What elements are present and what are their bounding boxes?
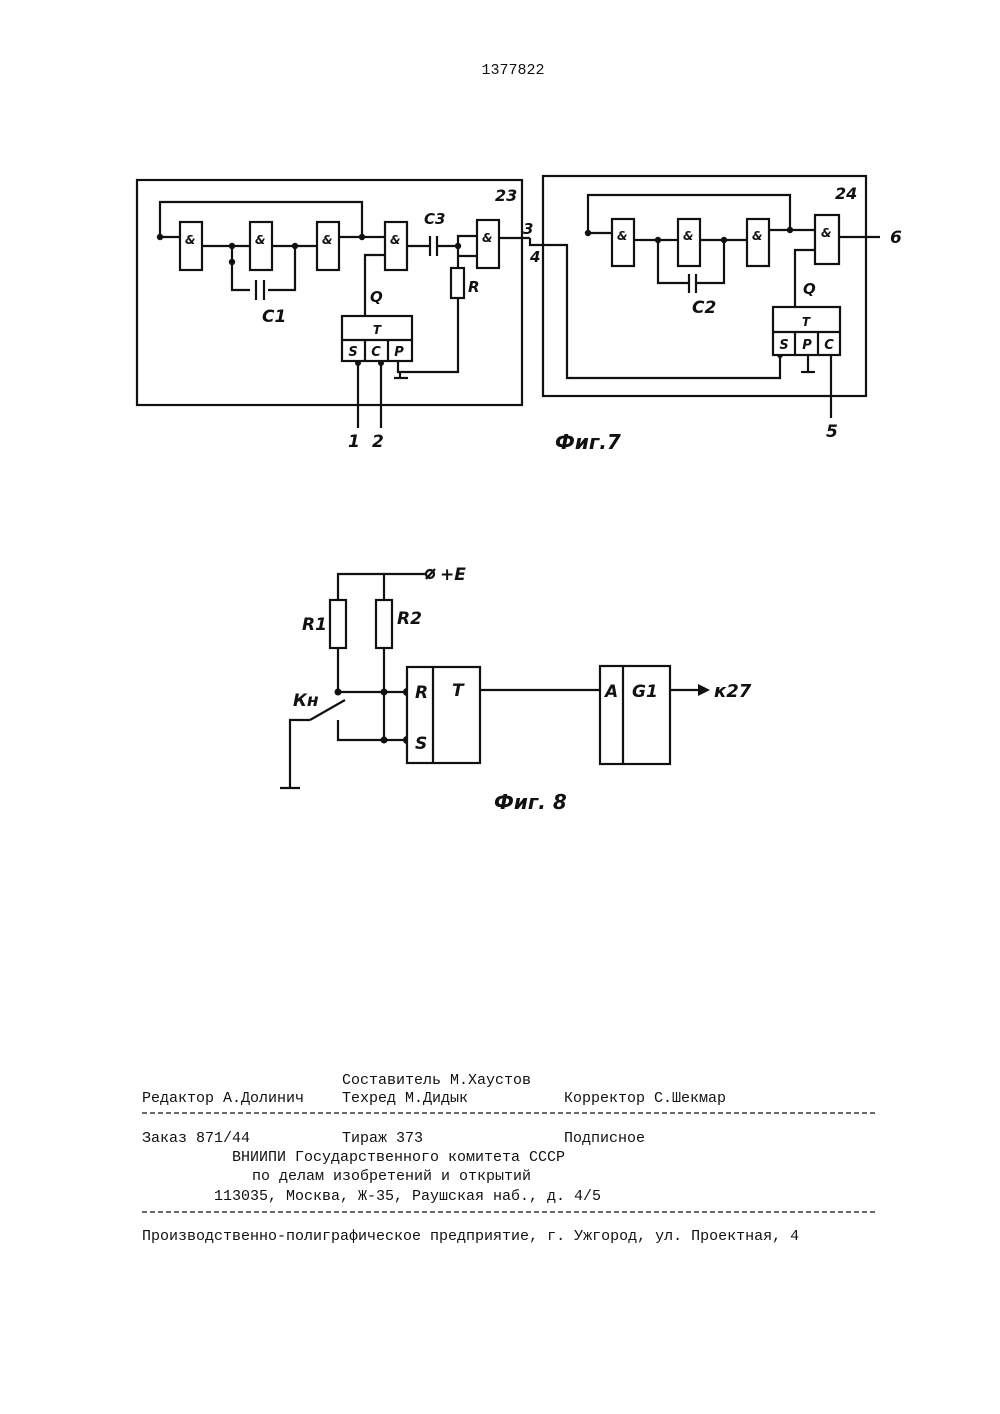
inter-block-wire [530, 238, 780, 378]
gate-7-symbol: & [683, 229, 693, 243]
trigger-a-s: S [348, 345, 357, 360]
block-23-number: 23 [495, 186, 517, 205]
gate-4: & [385, 222, 407, 270]
figure-7: 23 & & & & & [137, 176, 902, 454]
capacitor-c2-label: C2 [692, 298, 716, 318]
imprint-org-line-2: по делам изобретений и открытий [252, 1168, 531, 1185]
block-24-number: 24 [835, 184, 857, 203]
gate-2-symbol: & [255, 233, 265, 247]
resistor-r2 [376, 600, 392, 648]
imprint-corrector: Корректор С.Шекмар [564, 1090, 726, 1107]
imprint-address: 113035, Москва, Ж-35, Раушская наб., д. … [214, 1188, 601, 1205]
gate-3-symbol: & [322, 233, 332, 247]
page-number: 1377822 [481, 62, 544, 79]
generator-title: G1 [632, 682, 658, 702]
trigger-a-p: P [394, 345, 404, 360]
output-arrow-head [698, 684, 710, 696]
rs-trigger-s: S [415, 734, 427, 754]
trigger-a-c: C [371, 345, 381, 360]
trigger-b-c: C [824, 338, 834, 353]
terminal-6-label: 6 [890, 228, 902, 248]
output-label: к27 [714, 681, 752, 702]
gate-6: & [612, 219, 634, 266]
generator-g1: A G1 [600, 666, 670, 764]
imprint-order: Заказ 871/44 [142, 1130, 250, 1147]
trigger-b-q-label: Q [803, 280, 816, 298]
rs-trigger: R S T [407, 667, 480, 763]
resistor-r1-label: R1 [302, 615, 327, 635]
terminal-1-label: 1 [348, 432, 360, 452]
trigger-b: T S P C [773, 307, 840, 355]
supply-rail [338, 574, 426, 600]
trigger-a: T S C P [342, 316, 412, 361]
r1-to-r-wire [338, 648, 407, 692]
figure-8: +E R1 R2 Кн R S T A [280, 565, 752, 814]
switch-label: Кн [293, 691, 319, 711]
gate-8-symbol: & [752, 229, 762, 243]
gate-7: & [678, 219, 700, 266]
block-24-frame [543, 176, 866, 396]
trigger-b-p: P [802, 338, 812, 353]
imprint-compiler: Составитель М.Хаустов [342, 1072, 531, 1089]
gate-3: & [317, 222, 339, 270]
trigger-a-q-label: Q [370, 288, 383, 306]
resistor-r1 [330, 600, 346, 648]
imprint-techred: Техред М.Дидык [342, 1090, 468, 1107]
imprint-org-line-1: ВНИИПИ Государственного комитета СССР [232, 1149, 565, 1166]
gate-6-symbol: & [617, 229, 627, 243]
trigger-a-title: T [373, 323, 382, 337]
figure-8-caption: Фиг. 8 [494, 790, 567, 814]
gate-4-symbol: & [390, 233, 400, 247]
generator-input-a: A [603, 682, 618, 702]
figure-7-caption: Фиг.7 [555, 430, 621, 454]
rs-trigger-r: R [415, 683, 428, 703]
gate-9: & [815, 215, 839, 264]
terminal-3-label: 3 [523, 220, 533, 238]
imprint-circulation: Тираж 373 [342, 1130, 423, 1147]
supply-label: +E [440, 565, 466, 585]
imprint-printer: Производственно-полиграфическое предприя… [142, 1228, 799, 1245]
gate-8: & [747, 219, 769, 266]
resistor-r-label: R [468, 278, 480, 296]
ground-wire [290, 720, 310, 788]
trigger-b-title: T [802, 315, 811, 329]
gate-5-symbol: & [482, 231, 492, 245]
resistor-r2-label: R2 [397, 609, 422, 629]
switch-contact [338, 720, 384, 740]
rs-trigger-title: T [452, 681, 465, 701]
imprint: Составитель М.Хаустов Редактор А.Долинич… [142, 1072, 875, 1245]
capacitor-c1-label: C1 [262, 307, 286, 327]
gate-5: & [477, 220, 499, 268]
gate-1: & [180, 222, 202, 270]
gate-9-symbol: & [821, 226, 831, 240]
gate-2: & [250, 222, 272, 270]
terminal-4-label: 4 [529, 248, 540, 266]
terminal-5-label: 5 [826, 422, 838, 442]
capacitor-c3-label: C3 [424, 210, 445, 228]
terminal-2-label: 2 [372, 432, 384, 452]
imprint-subscription: Подписное [564, 1130, 645, 1147]
gate-1-symbol: & [185, 233, 195, 247]
imprint-editor: Редактор А.Долинич [142, 1090, 304, 1107]
trigger-b-s: S [779, 338, 788, 353]
